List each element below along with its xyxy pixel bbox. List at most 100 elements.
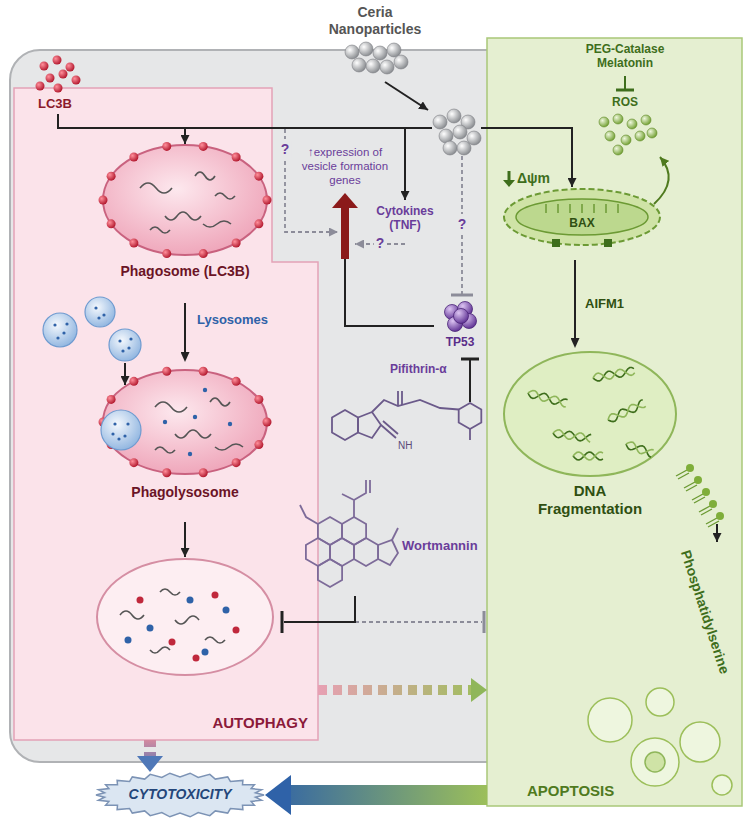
upregulation-arrow — [332, 193, 358, 259]
phagolysosome-shape — [123, 434, 126, 437]
phosphatidylserine-lipids — [702, 488, 710, 496]
lysosomes — [129, 337, 132, 340]
phagolysosome-shape — [129, 377, 138, 386]
signal-arrows — [184, 128, 186, 144]
phagolysosome-shape — [193, 415, 197, 419]
phosphatidylserine-lipids — [716, 512, 724, 520]
phagolysosome-shape — [232, 377, 241, 386]
connector-arrow — [184, 303, 186, 352]
lc3b-dots — [46, 74, 55, 83]
apoptosis-panel: APOPTOSISΔψmBAXDNA Fragmentation — [487, 38, 742, 806]
autolysosome — [125, 637, 132, 644]
ros-particles — [641, 115, 651, 125]
question-mark: ? — [456, 216, 469, 233]
phagolysosome-shape — [162, 468, 171, 477]
question-mark: ? — [374, 235, 387, 252]
nucleus-shape — [573, 452, 603, 460]
inhibition-bars — [451, 294, 473, 297]
lysosomes — [94, 306, 97, 309]
pifithrin-structure — [459, 403, 482, 429]
phagosome-shape — [140, 183, 172, 193]
autolysosome — [150, 647, 170, 653]
pifithrin-structure — [372, 400, 459, 412]
apoptotic-blebs — [588, 688, 732, 795]
phosphatidylserine-lipids — [706, 518, 719, 527]
nucleus-shape — [552, 429, 591, 442]
phosphatidylserine-lipids — [684, 482, 697, 491]
inhibition-bars — [483, 611, 486, 633]
nucleus-shape — [573, 452, 603, 460]
phagosome-shape — [232, 152, 241, 161]
apoptosis-region — [487, 38, 742, 806]
nucleus-shape — [527, 389, 568, 407]
phosphatidylserine-lipids — [692, 494, 705, 503]
autolysosome — [223, 607, 230, 614]
phosphatidylserine-lipids — [676, 470, 689, 479]
outcome-label: CYTOTOXICITY — [129, 786, 232, 803]
ros-particles — [613, 114, 623, 124]
nucleus-shape — [592, 367, 635, 382]
signal-arrows — [58, 82, 717, 557]
lysosomes — [62, 331, 65, 334]
wortmannin-structure — [392, 528, 398, 540]
apoptotic-blebs — [680, 722, 720, 762]
ros-particles — [647, 128, 657, 138]
phagolysosome-shape — [254, 395, 263, 404]
phosphatidylserine-lipids — [694, 476, 702, 484]
mitochondrion-shape — [617, 204, 619, 213]
phagolysosome-shape — [254, 440, 263, 449]
cytotoxicity-burst: CYTOTOXICITY — [95, 772, 265, 818]
phagosome-shape — [162, 142, 171, 151]
ros-particles — [599, 114, 657, 155]
uncertain-links — [355, 621, 482, 623]
autolysosome — [160, 589, 180, 595]
phagolysosome-shape — [263, 418, 272, 427]
phagosome: Phagosome (LC3B) — [95, 138, 275, 303]
lc3b-dots — [40, 62, 49, 71]
inhibition-bars — [281, 611, 284, 633]
ceria-particles — [366, 59, 380, 73]
lysosomes — [109, 329, 141, 361]
phagosome-shape — [107, 172, 116, 181]
autolysosome — [169, 639, 176, 646]
phagosome-shape — [199, 142, 208, 151]
ceria-particles — [394, 55, 408, 69]
panel-title: AUTOPHAGY — [212, 714, 308, 732]
protein-label: LC3B — [38, 96, 72, 112]
apoptotic-blebs — [712, 775, 732, 795]
ros-particles — [621, 135, 631, 145]
phagosome-shape — [103, 145, 267, 255]
mitochondrion-shape — [503, 180, 515, 187]
question-mark: ? — [279, 141, 292, 158]
nucleus-shape — [504, 352, 676, 476]
autolysosome — [147, 625, 154, 632]
protein-label: BAX — [569, 216, 594, 230]
nucleus-shape — [625, 440, 654, 457]
apoptotic-blebs — [646, 688, 674, 716]
drug-label: Wortmannin — [402, 538, 478, 554]
ros-label: ROS — [612, 95, 638, 109]
phagolysosome-shape — [163, 420, 167, 424]
phagolysosome: Phagolysosome — [95, 362, 275, 520]
nucleus-shape — [606, 400, 646, 424]
phagosome-shape — [107, 219, 116, 228]
lc3b-dots — [66, 63, 75, 72]
ceria-particles — [345, 42, 408, 74]
edge-label: AIFM1 — [583, 296, 626, 312]
phosphatidylserine-lipids — [686, 464, 724, 520]
phagolysosome-shape — [107, 395, 116, 404]
autolysosome — [233, 627, 240, 634]
connector-arrow — [318, 685, 471, 695]
ceria-particles — [387, 43, 401, 57]
phosphatidylserine-lipids — [676, 464, 724, 527]
phagolysosome-shape — [126, 422, 129, 425]
connector-arrow — [291, 785, 487, 805]
mitochondrion-shape — [581, 204, 583, 213]
lysosomes — [53, 323, 56, 326]
lysosomes — [65, 322, 68, 325]
uncertain-links — [284, 129, 286, 139]
nucleus-shape — [592, 367, 635, 382]
phosphatidylserine-lipids — [699, 506, 712, 515]
